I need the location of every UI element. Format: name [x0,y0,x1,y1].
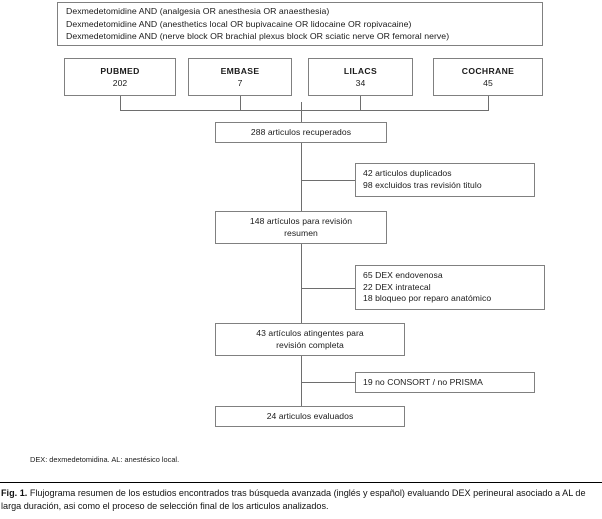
connector-branch-exclusions-1 [301,180,356,181]
caption-divider [0,482,602,483]
flow-box-retrieved: 288 articulos recuperados [215,122,387,143]
search-strategy-box: Dexmedetomidine AND (analgesia OR anesth… [57,2,543,46]
database-name-embase: EMBASE [220,66,260,76]
connector-abstract-to-fulltext [301,244,302,324]
connector-manifold-to-retrieved [301,102,302,123]
database-name-lilacs: LILACS [343,66,378,76]
database-count-lilacs: 34 [355,78,366,88]
flow-box-abstract-review-line-1: 148 artículos para revisión [249,216,353,226]
flow-box-fulltext-review: 43 artículos atingentes para revisión co… [215,323,405,356]
exclusion-box-1: 42 articulos duplicados 98 excluidos tra… [355,163,535,197]
connector-pubmed-stub [120,96,121,111]
exclusion-2-line-3: 18 bloqueo por reparo anatómico [363,293,492,304]
search-strategy-line-1: Dexmedetomidine AND (analgesia OR anesth… [66,6,330,17]
connector-fulltext-to-evaluated [301,356,302,407]
exclusion-2-line-2: 22 DEX intratecal [363,281,431,292]
exclusion-box-2: 65 DEX endovenosa 22 DEX intratecal 18 b… [355,265,545,310]
figure-caption: Fig. 1. Flujograma resumen de los estudi… [1,487,601,512]
flow-box-evaluated-label: 24 articulos evaluados [266,410,354,421]
connector-cochrane-stub [488,96,489,111]
connector-branch-exclusions-3 [301,382,356,383]
figure-caption-text: Flujograma resumen de los estudios encon… [1,488,586,511]
flow-box-fulltext-review-line-2: revisión completa [276,339,344,350]
flow-box-abstract-review: 148 artículos para revisión resumen [215,211,387,244]
database-box-embase: EMBASE 7 [188,58,292,96]
exclusion-1-line-1: 42 articulos duplicados [363,168,452,179]
flow-box-retrieved-label: 288 articulos recuperados [250,126,352,137]
database-count-cochrane: 45 [483,78,493,88]
exclusion-box-3: 19 no CONSORT / no PRISMA [355,372,535,393]
flow-box-evaluated: 24 articulos evaluados [215,406,405,427]
exclusion-1-line-2: 98 excluidos tras revisión titulo [363,180,482,190]
database-count-embase: 7 [237,78,243,88]
connector-lilacs-stub [360,96,361,111]
exclusion-3-line-1: 19 no CONSORT / no PRISMA [363,376,483,387]
abbreviation-legend: DEX: dexmedetomidina. AL: anestésico loc… [30,455,180,464]
flow-box-fulltext-review-line-1: 43 artículos atingentes para [256,328,364,338]
exclusion-2-line-1: 65 DEX endovenosa [363,270,443,281]
figure-caption-label: Fig. 1. [1,488,28,498]
connector-retrieved-to-abstract [301,143,302,212]
database-box-lilacs: LILACS 34 [308,58,413,96]
database-count-pubmed: 202 [112,78,128,88]
search-strategy-line-3: Dexmedetomidine AND (nerve block OR brac… [66,31,450,42]
database-box-pubmed: PUBMED 202 [64,58,176,96]
database-name-pubmed: PUBMED [100,66,140,76]
search-strategy-line-2: Dexmedetomidine AND (anesthetics local O… [66,18,412,29]
connector-branch-exclusions-2 [301,288,356,289]
database-name-cochrane: COCHRANE [461,66,515,76]
connector-database-manifold [120,110,489,111]
flow-box-abstract-review-line-2: resumen [284,227,318,238]
connector-embase-stub [240,96,241,111]
database-box-cochrane: COCHRANE 45 [433,58,543,96]
